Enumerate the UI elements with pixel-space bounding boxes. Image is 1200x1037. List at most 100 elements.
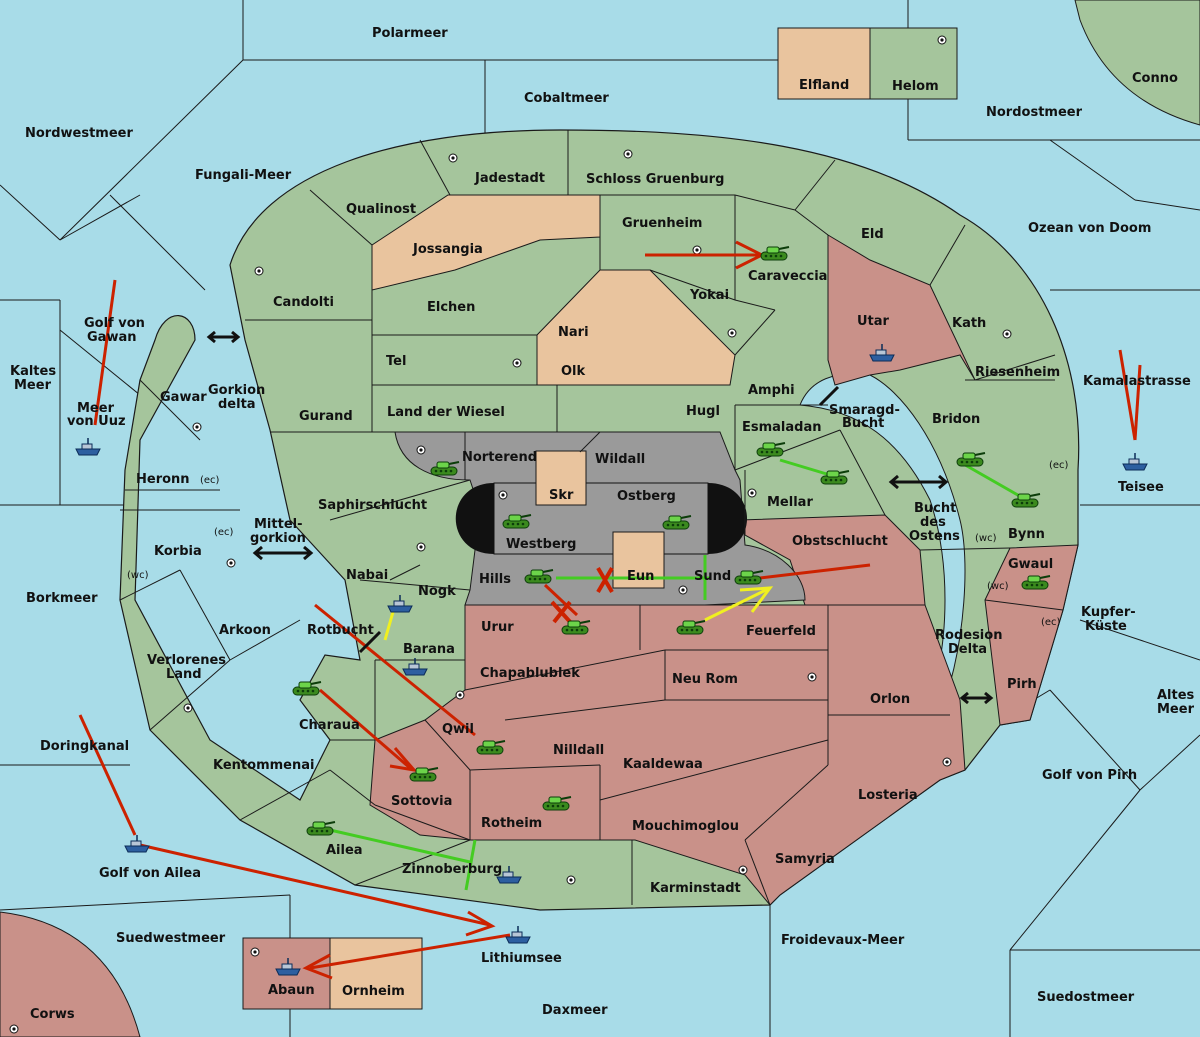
label-kupfer-2: Küste <box>1085 619 1127 634</box>
label-nari: Nari <box>558 325 589 340</box>
label-suedwestmeer: Suedwestmeer <box>116 931 226 946</box>
label-doringkanal: Doringkanal <box>40 739 129 754</box>
label-mouchimoglou: Mouchimoglou <box>632 819 739 834</box>
label-olk: Olk <box>561 364 586 379</box>
label-sund: Sund <box>694 569 731 584</box>
province-south-red <box>369 604 966 906</box>
label-ornheim: Ornheim <box>342 984 405 999</box>
label-norterend: Norterend <box>462 450 537 465</box>
label-ec-gwaul: (ec) <box>1041 617 1061 628</box>
label-neu-rom: Neu Rom <box>672 672 738 687</box>
label-suedostmeer: Suedostmeer <box>1037 990 1135 1005</box>
label-daxmeer: Daxmeer <box>542 1003 608 1018</box>
label-lithiumsee: Lithiumsee <box>481 951 562 966</box>
label-jossangia: Jossangia <box>412 242 483 257</box>
label-ailea: Ailea <box>326 843 363 858</box>
label-mittel-1: Mittel- <box>254 517 303 532</box>
label-corws: Corws <box>30 1007 75 1022</box>
label-orlon: Orlon <box>870 692 910 707</box>
label-rodesion-2: Delta <box>948 642 987 657</box>
label-saphirschlucht: Saphirschlucht <box>318 498 427 513</box>
label-nogk: Nogk <box>418 584 456 599</box>
label-kamalastrasse: Kamalastrasse <box>1083 374 1191 389</box>
label-yokai: Yokai <box>689 288 729 303</box>
label-nordwestmeer: Nordwestmeer <box>25 126 133 141</box>
label-qwil: Qwil <box>442 722 474 737</box>
label-feuerfeld: Feuerfeld <box>746 624 816 639</box>
label-urur: Urur <box>481 620 514 635</box>
label-karminstadt: Karminstadt <box>650 881 741 896</box>
label-hills: Hills <box>479 572 511 587</box>
label-elchen: Elchen <box>427 300 475 315</box>
label-gawar: Gawar <box>160 390 207 405</box>
label-wc-bynn: (wc) <box>975 533 997 544</box>
label-obstschlucht: Obstschlucht <box>792 534 888 549</box>
province-utar <box>827 234 976 386</box>
label-borkmeer: Borkmeer <box>26 591 98 606</box>
label-eun: Eun <box>627 569 654 584</box>
label-schloss: Schloss Gruenburg <box>586 172 724 187</box>
province-corws[interactable] <box>0 911 141 1037</box>
inner-sea <box>799 373 966 721</box>
label-golf-gawan-1: Golf von <box>84 316 145 331</box>
label-korbia: Korbia <box>154 544 202 559</box>
label-wc-korbia: (wc) <box>127 570 149 581</box>
label-wildall: Wildall <box>595 452 645 467</box>
label-kaaldewaa: Kaaldewaa <box>623 757 703 772</box>
label-mellar: Mellar <box>767 495 813 510</box>
label-kupfer-1: Kupfer- <box>1081 605 1136 620</box>
label-amphi: Amphi <box>748 383 795 398</box>
label-rodesion-1: Rodesion <box>935 628 1002 643</box>
label-conno: Conno <box>1132 71 1178 86</box>
label-sottovia: Sottovia <box>391 794 452 809</box>
label-gruenheim: Gruenheim <box>622 216 702 231</box>
label-golf-gawan-2: Gawan <box>87 330 136 345</box>
label-rotheim: Rotheim <box>481 816 542 831</box>
label-cobaltmeer: Cobaltmeer <box>524 91 609 106</box>
label-kaltes-2: Meer <box>14 378 52 393</box>
label-esmaladan: Esmaladan <box>742 420 822 435</box>
label-riesenheim: Riesenheim <box>975 365 1060 380</box>
label-froidevaux: Froidevaux-Meer <box>781 933 905 948</box>
label-bynn: Bynn <box>1008 527 1045 542</box>
province-labels: Polarmeer Cobaltmeer Nordwestmeer Fungal… <box>10 26 1195 1022</box>
label-charaua: Charaua <box>299 718 360 733</box>
label-bucht-1: Bucht <box>914 501 956 516</box>
label-hugl: Hugl <box>686 404 720 419</box>
province-conno[interactable] <box>1074 0 1200 126</box>
label-gurand: Gurand <box>299 409 353 424</box>
label-losteria: Losteria <box>858 788 918 803</box>
label-abaun: Abaun <box>268 983 315 998</box>
label-gwaul: Gwaul <box>1008 557 1053 572</box>
label-heronn: Heronn <box>136 472 190 487</box>
label-caraveccia: Caraveccia <box>748 269 827 284</box>
label-arkoon: Arkoon <box>219 623 271 638</box>
label-verlorenes-1: Verlorenes <box>147 653 226 668</box>
label-zinnoberburg: Zinnoberburg <box>402 862 502 877</box>
label-elfland: Elfland <box>799 78 849 93</box>
label-polarmeer: Polarmeer <box>372 26 448 41</box>
label-utar: Utar <box>857 314 890 329</box>
label-skr: Skr <box>549 488 574 503</box>
label-altes-1: Altes <box>1157 688 1195 703</box>
province-ornheim <box>329 937 423 1010</box>
label-wc-gwaul: (wc) <box>987 581 1009 592</box>
label-ec-heronn: (ec) <box>200 475 220 486</box>
label-kath: Kath <box>952 316 986 331</box>
label-meer-uuz-1: Meer <box>77 401 115 416</box>
label-bucht-2: des <box>920 515 946 530</box>
label-teisee: Teisee <box>1118 480 1164 495</box>
label-westberg: Westberg <box>506 537 576 552</box>
label-bucht-3: Ostens <box>909 529 960 544</box>
red-provinces[interactable] <box>369 234 1079 906</box>
label-qualinost: Qualinost <box>346 202 416 217</box>
label-bridon: Bridon <box>932 412 980 427</box>
label-kentommenai: Kentommenai <box>213 758 314 773</box>
province-skr-box[interactable] <box>535 450 587 506</box>
label-mittel-2: gorkion <box>250 531 306 546</box>
label-ostberg: Ostberg <box>617 489 676 504</box>
label-tel: Tel <box>386 354 406 369</box>
label-kaltes-1: Kaltes <box>10 364 56 379</box>
label-fungali: Fungali-Meer <box>195 168 292 183</box>
